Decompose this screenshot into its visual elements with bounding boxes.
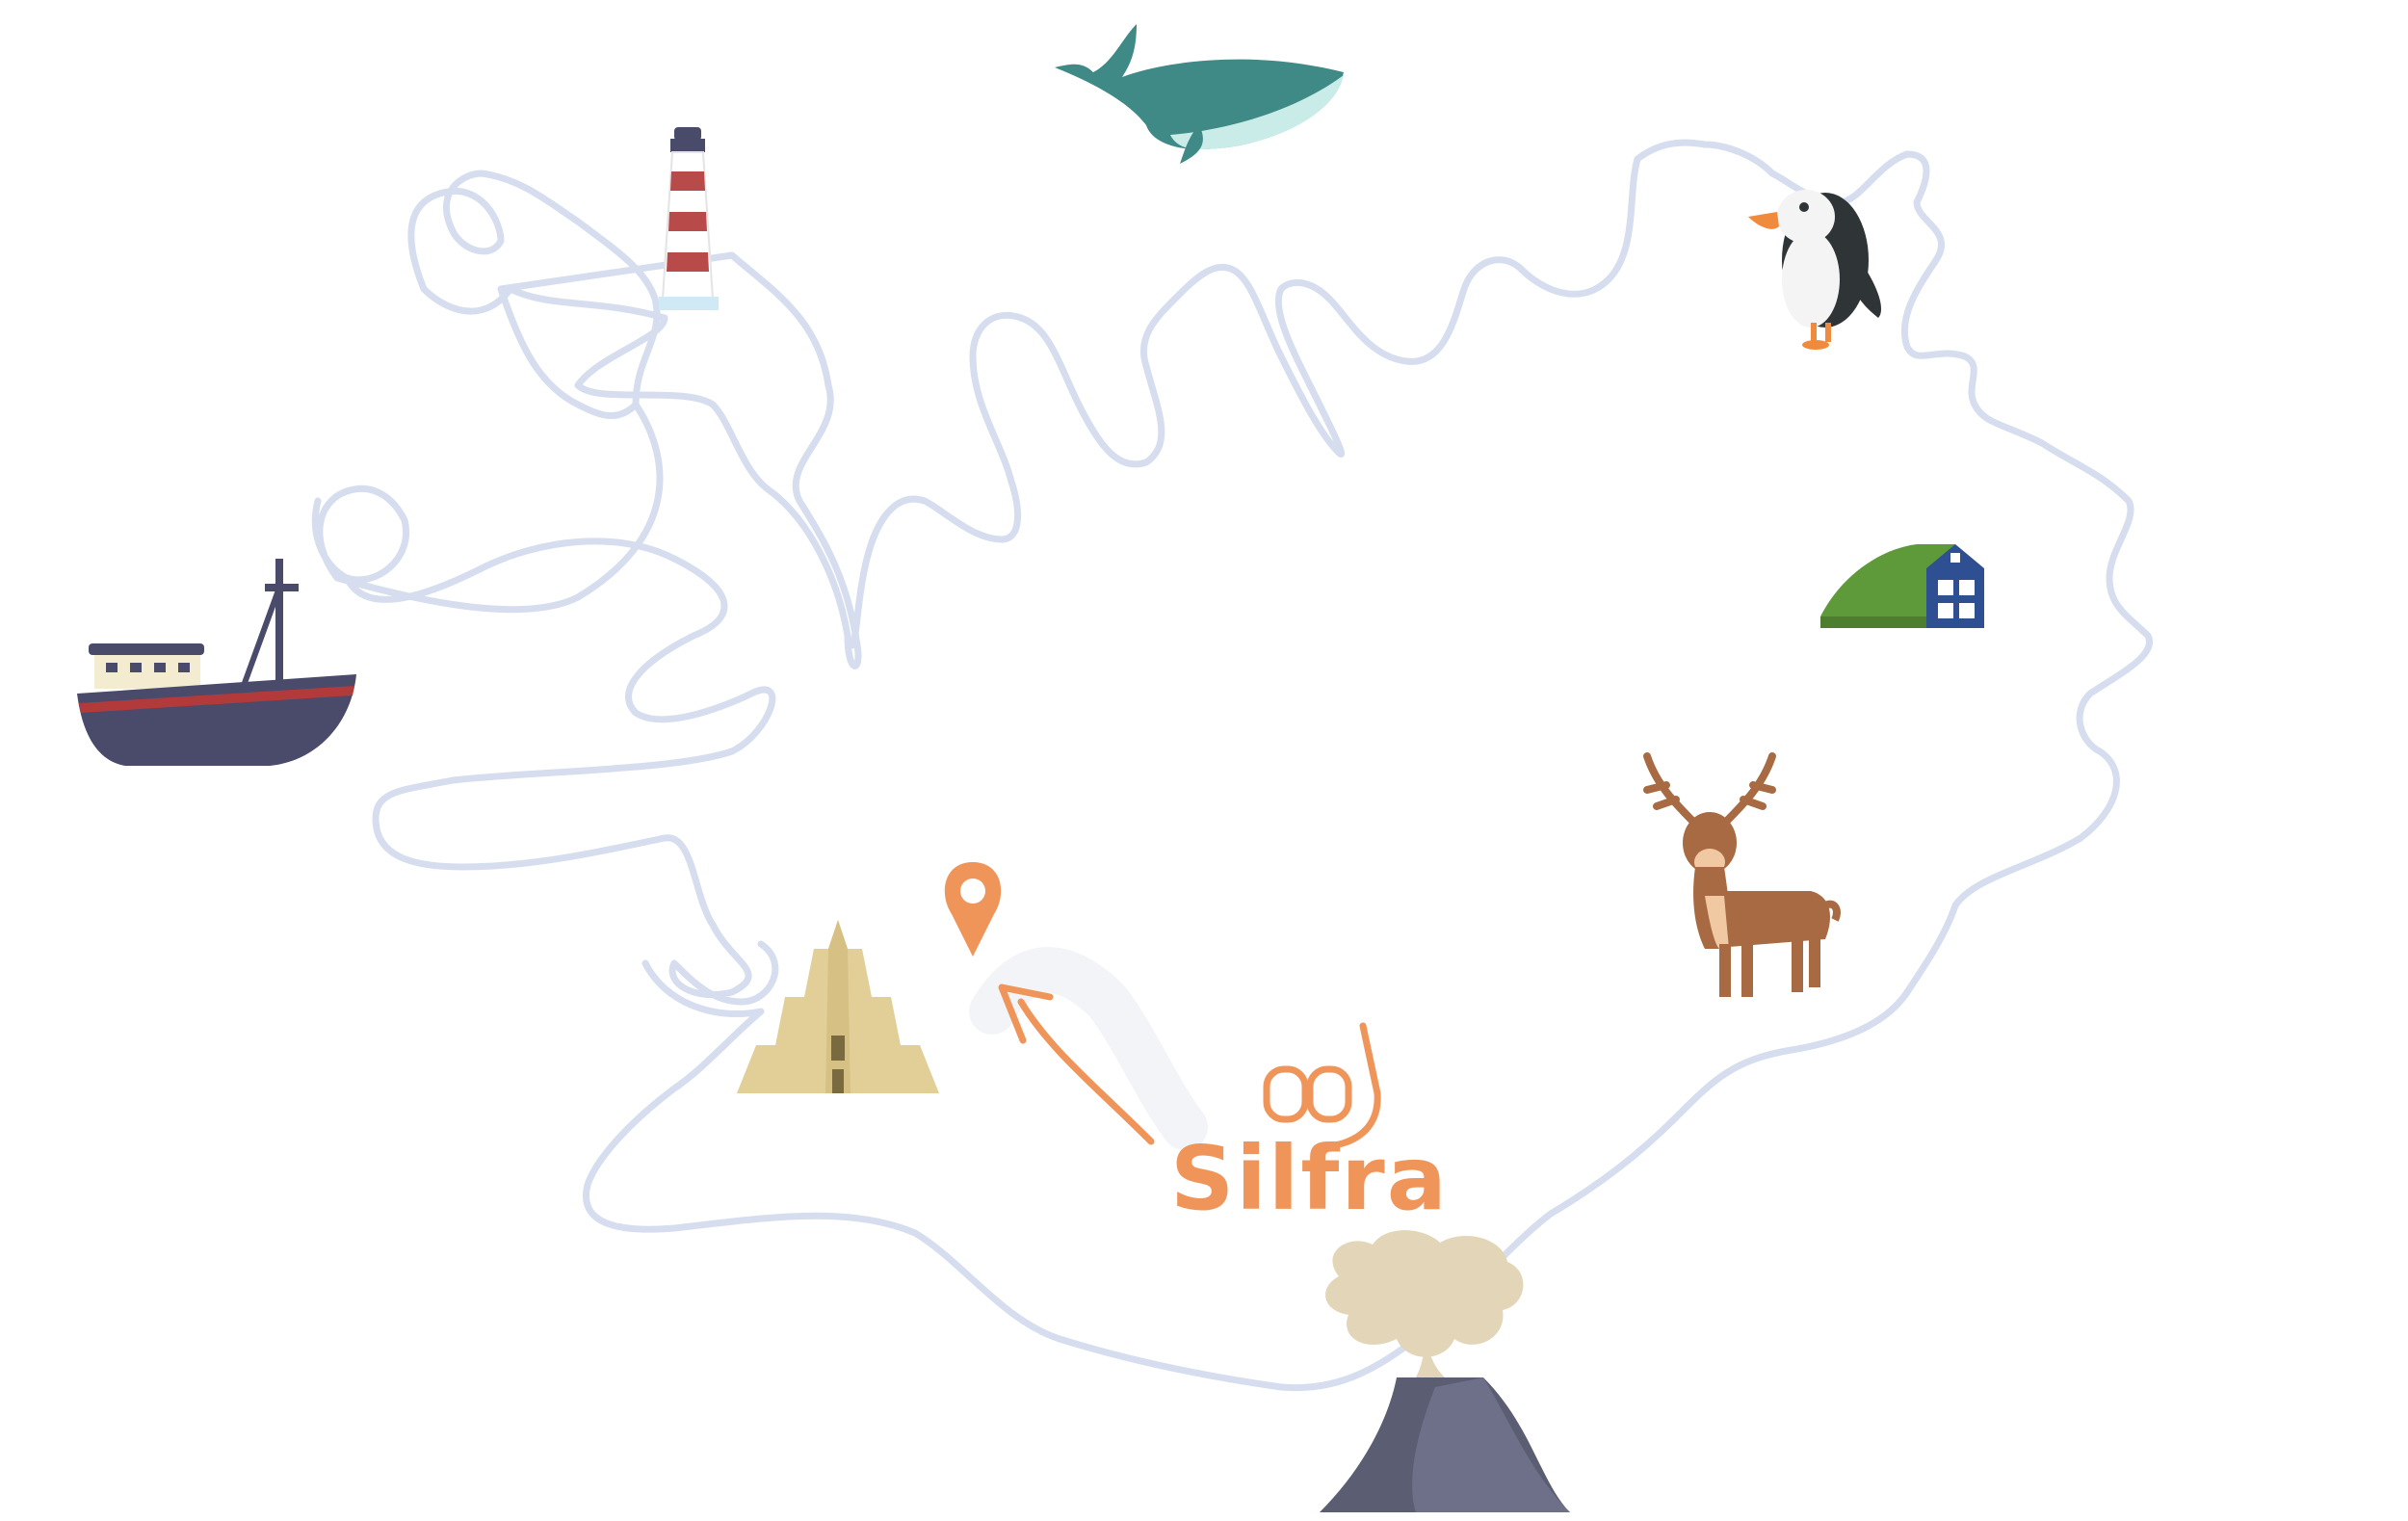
church-icon: [737, 920, 939, 1093]
lighthouse-icon: [659, 127, 719, 310]
reindeer-icon: [1643, 752, 1841, 997]
whale-icon: [1055, 24, 1344, 164]
location-pin-icon: [944, 862, 1002, 957]
silfra-label: Silfra: [1170, 1127, 1449, 1230]
arrow-to-pin: [998, 983, 1155, 1145]
puffin-icon: [1748, 190, 1881, 350]
coastline-north: [849, 139, 1844, 649]
coastline-south: [583, 959, 1420, 1392]
turf-house-icon: [1820, 544, 1984, 628]
route-trail: [969, 947, 1208, 1150]
ship-icon: [77, 559, 356, 766]
volcano-icon: [1320, 1230, 1570, 1512]
coastline-main: [311, 401, 779, 1006]
coastline: [407, 170, 862, 669]
snorkel-mask-icon: [1263, 1022, 1381, 1150]
coastline-east: [1412, 150, 2154, 1343]
